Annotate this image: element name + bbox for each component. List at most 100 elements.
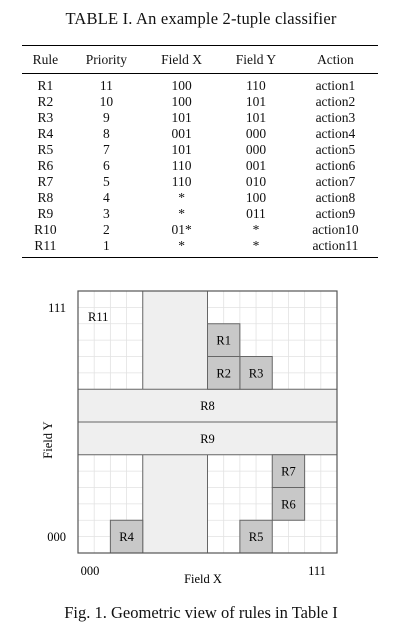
rule-region-r2: R2 — [207, 356, 241, 390]
rule-label: R7 — [281, 465, 296, 479]
rule-box — [77, 421, 338, 456]
table-cell: action9 — [315, 206, 356, 221]
rule-region-r4: R4 — [109, 519, 144, 554]
table-cell: 000 — [245, 126, 267, 141]
rule-label: R6 — [281, 497, 296, 511]
rule-region-r3: R3 — [239, 356, 273, 390]
table-cell: 101 — [171, 142, 192, 157]
table-cell: R1 — [37, 78, 54, 93]
table-cell: 110 — [171, 174, 192, 189]
table-cell: R5 — [37, 142, 54, 157]
table-cell: 2 — [103, 222, 110, 237]
table-cell: R7 — [37, 174, 54, 189]
y-min-label: 000 — [47, 530, 66, 544]
table-cell: 11 — [99, 78, 113, 93]
figure-caption: Fig. 1. Geometric view of rules in Table… — [64, 603, 338, 622]
rule-label: R1 — [216, 334, 231, 348]
table-cell: 4 — [103, 190, 110, 205]
rule-regions: R11R10R9R8R7R6R5R4R3R2R1 — [77, 290, 338, 554]
rule-region-r7: R7 — [271, 454, 306, 488]
table-cell: 110 — [171, 158, 192, 173]
table-cell: R8 — [37, 190, 54, 205]
table-cell: 101 — [171, 110, 192, 125]
table-cell: action11 — [292, 238, 378, 258]
table-cell: 100 — [245, 190, 267, 205]
table-cell: 101 — [245, 110, 267, 125]
rule-label: R11 — [88, 310, 108, 324]
table-cell: 011 — [246, 206, 266, 221]
column-header: Priority — [68, 45, 145, 74]
rule-box — [77, 388, 338, 423]
y-axis-label: Field Y — [41, 421, 55, 458]
rule-box — [109, 519, 144, 554]
rule-region-r8: R8 — [77, 388, 338, 423]
table-cell: 8 — [103, 126, 110, 141]
table-cell: action5 — [315, 142, 356, 157]
table-cell: 1 — [68, 238, 145, 258]
rule-box — [271, 487, 306, 521]
table-row: R3 9 101 101 action3 — [22, 110, 378, 126]
rule-region-r11: R11 — [88, 310, 108, 324]
rule-box — [207, 323, 241, 357]
table-cell: 3 — [103, 206, 110, 221]
x-max-label: 111 — [308, 564, 326, 578]
table-cell: * — [219, 238, 293, 258]
table-row: R9 3 * 011 action9 — [22, 206, 378, 222]
rule-region-r9: R9 — [77, 421, 338, 456]
rule-region-r1: R1 — [207, 323, 241, 357]
plot-frame — [77, 290, 338, 554]
column-header: Field Y — [219, 45, 293, 74]
table-cell: 101 — [245, 94, 267, 109]
table-cell: R10 — [34, 222, 57, 237]
rule-label: R5 — [249, 530, 264, 544]
rule-label: R8 — [200, 399, 215, 413]
x-min-label: 000 — [81, 564, 100, 578]
table-cell: 10 — [99, 94, 114, 109]
rule-box — [271, 454, 306, 488]
table-cell: R2 — [37, 94, 54, 109]
table-cell: action7 — [315, 174, 356, 189]
table-cell: 6 — [103, 158, 110, 173]
table-cell: 100 — [171, 94, 192, 109]
table-cell: R9 — [37, 206, 54, 221]
column-header: Field X — [144, 45, 219, 74]
table-cell: 9 — [103, 110, 110, 125]
table-cell: 100 — [171, 78, 192, 93]
geometric-view-figure: R11R10R9R8R7R6R5R4R3R2R1 111 000 000 111… — [41, 290, 338, 586]
x-axis-label: Field X — [184, 572, 222, 586]
table-cell: 001 — [245, 158, 267, 173]
table-cell: 001 — [171, 126, 192, 141]
table-cell: 000 — [245, 142, 267, 157]
rule-region-r6: R6 — [271, 487, 306, 521]
table-caption: TABLE I. An example 2-tuple classifier — [65, 9, 337, 28]
table-cell: R3 — [37, 110, 54, 125]
table-cell: * — [178, 206, 185, 221]
rule-region-r5: R5 — [239, 519, 273, 554]
rule-box — [207, 356, 241, 390]
table-cell: action3 — [315, 110, 356, 125]
rule-label: R4 — [119, 530, 134, 544]
table-cell: 01* — [171, 222, 192, 237]
column-header: Rule — [22, 45, 69, 74]
table-cell: R11 — [22, 238, 69, 258]
table-cell: R4 — [37, 126, 54, 141]
table-cell: 010 — [245, 174, 267, 189]
y-max-label: 111 — [48, 301, 66, 315]
rule-box — [239, 356, 273, 390]
rule-label: R9 — [200, 432, 215, 446]
table-cell: action6 — [315, 158, 356, 173]
table-cell: action8 — [315, 190, 356, 205]
rule-box — [239, 519, 273, 554]
rule-label: R3 — [249, 366, 264, 380]
